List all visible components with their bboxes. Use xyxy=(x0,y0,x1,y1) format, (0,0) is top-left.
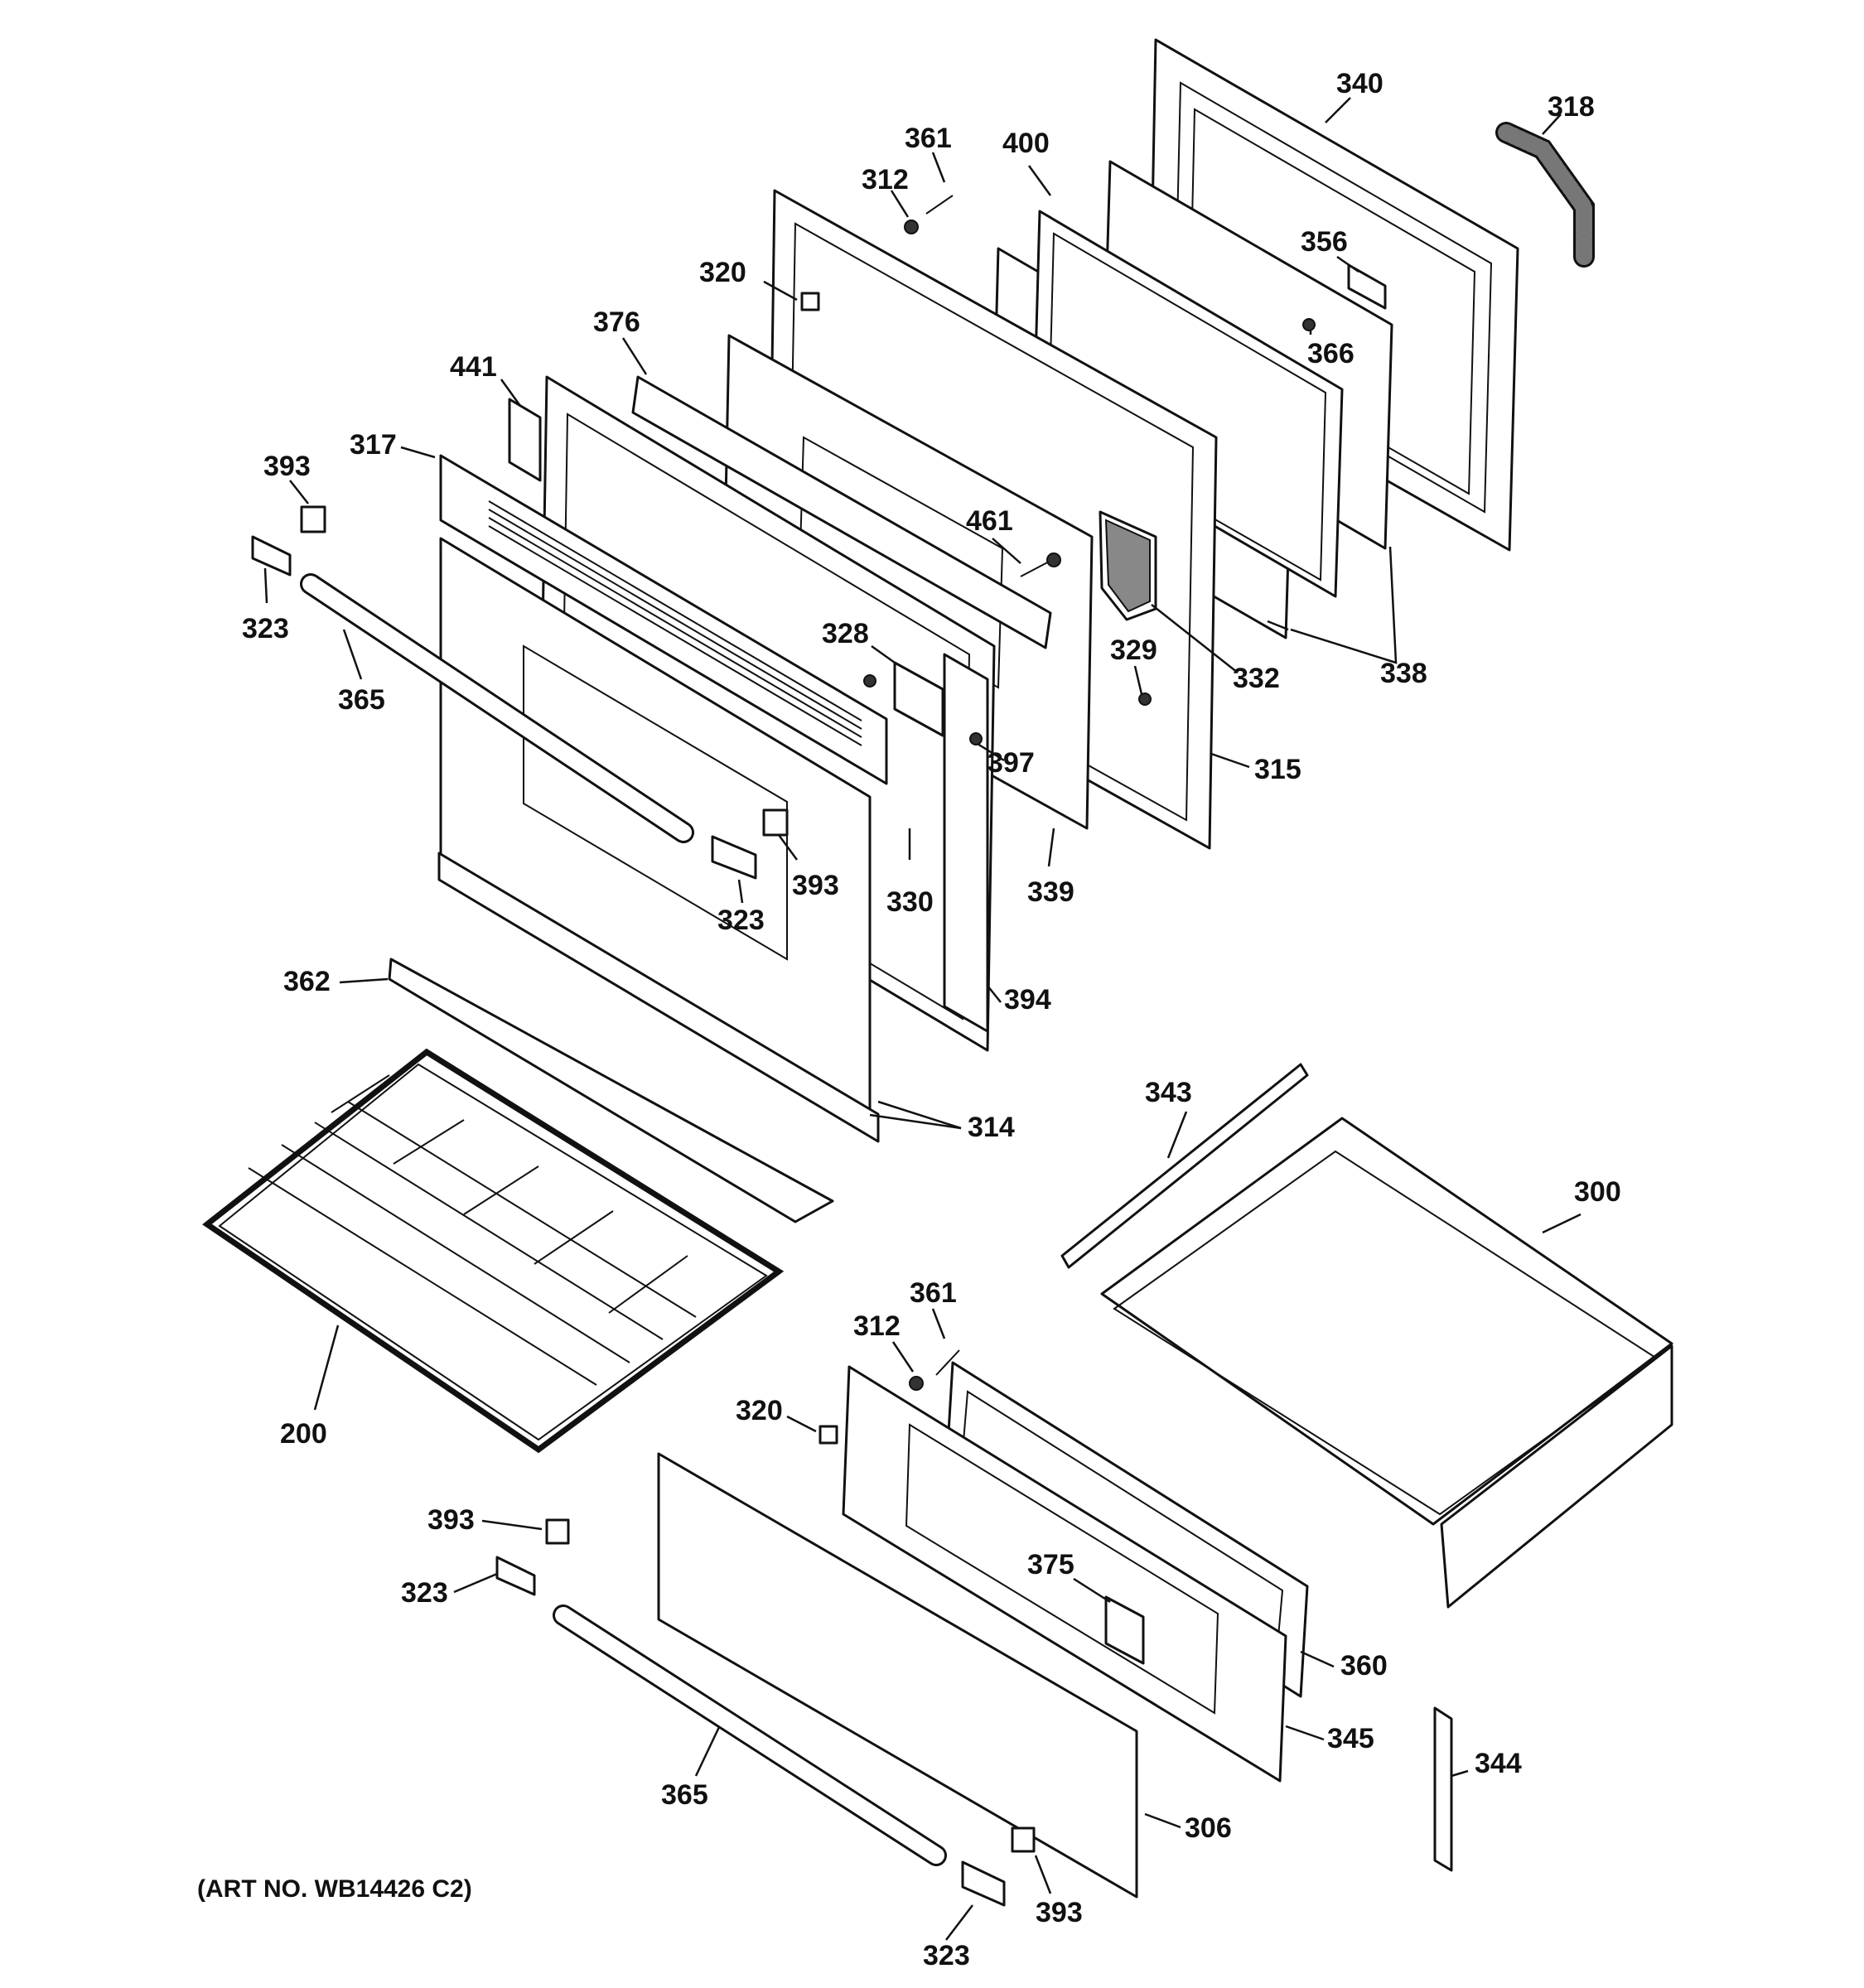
drawer-handle-clip-393 xyxy=(545,1518,1036,1853)
drawer-washer-312 xyxy=(909,1376,924,1391)
callout-393-door: 393 xyxy=(792,870,839,901)
callout-361: 361 xyxy=(905,123,952,154)
callout-340: 340 xyxy=(1336,68,1384,99)
insulation-332 xyxy=(1099,510,1157,621)
callout-306: 306 xyxy=(1185,1812,1232,1844)
callout-312: 312 xyxy=(862,164,909,195)
callout-397: 397 xyxy=(988,747,1035,779)
callout-labels: 340 318 361 400 312 356 320 376 366 441 … xyxy=(242,68,1621,1971)
callout-330: 330 xyxy=(886,886,934,918)
hinge-bracket-441 xyxy=(508,398,542,482)
screw-397 xyxy=(969,732,983,746)
door-channel-376 xyxy=(631,375,1052,649)
drawer-front-306 xyxy=(657,1452,1138,1899)
callout-366: 366 xyxy=(1307,338,1355,369)
callout-345: 345 xyxy=(1327,1723,1374,1754)
pin-320 xyxy=(800,292,820,311)
callout-300: 300 xyxy=(1574,1176,1621,1208)
callout-375: 375 xyxy=(1027,1549,1074,1580)
oven-rack-200 xyxy=(202,1048,785,1454)
handle-clip-393 xyxy=(300,505,789,837)
callout-318: 318 xyxy=(1548,91,1595,123)
door-handle-365 xyxy=(300,573,694,843)
callout-200: 200 xyxy=(280,1418,327,1450)
callout-323-drawer: 323 xyxy=(401,1577,448,1609)
callout-328: 328 xyxy=(822,618,869,649)
callout-344: 344 xyxy=(1475,1748,1522,1779)
callout-394: 394 xyxy=(1004,984,1051,1016)
callout-320: 320 xyxy=(699,257,746,288)
callout-461: 461 xyxy=(966,505,1013,537)
drawer-body-300 xyxy=(1100,1117,1673,1609)
callout-400: 400 xyxy=(1002,128,1050,159)
callout-315: 315 xyxy=(1254,754,1301,785)
screw-366 xyxy=(1302,318,1316,331)
vent-trim-317 xyxy=(439,454,888,785)
callout-338: 338 xyxy=(1380,658,1427,689)
callout-323: 323 xyxy=(242,613,289,644)
drawer-handle-365 xyxy=(553,1604,947,1866)
callout-393: 393 xyxy=(263,451,311,482)
callout-362: 362 xyxy=(283,966,331,997)
callout-441: 441 xyxy=(450,351,497,383)
leader-lines xyxy=(263,97,1582,1941)
drawer-bolt-361 xyxy=(935,1349,960,1376)
screw-329 xyxy=(1138,692,1152,706)
hinge-328 xyxy=(863,661,944,737)
art-number: (ART NO. WB14426 C2) xyxy=(197,1875,472,1903)
callout-361-drawer: 361 xyxy=(910,1277,957,1309)
callout-314: 314 xyxy=(968,1112,1015,1143)
drawer-handle-end-cap-323 xyxy=(495,1556,1006,1907)
drawer-pin-320 xyxy=(819,1425,838,1445)
drawer-bracket-375 xyxy=(1104,1595,1145,1665)
callout-317: 317 xyxy=(350,429,397,461)
drawer-rail-344 xyxy=(1433,1706,1453,1872)
door-gasket-318 xyxy=(1495,122,1595,268)
callout-329: 329 xyxy=(1110,635,1157,666)
callout-393-drawer-front: 393 xyxy=(1036,1897,1083,1928)
drawer-inner-panel-345 xyxy=(842,1365,1287,1783)
drawer-slide-343 xyxy=(1060,1063,1309,1269)
callout-343: 343 xyxy=(1145,1077,1192,1108)
handle-end-cap-323 xyxy=(251,535,757,880)
callout-332: 332 xyxy=(1233,663,1280,694)
callout-356: 356 xyxy=(1301,226,1348,258)
callout-360: 360 xyxy=(1340,1650,1388,1682)
callout-323-door: 323 xyxy=(717,905,765,936)
callout-339: 339 xyxy=(1027,876,1074,908)
outer-door-panel-314 xyxy=(437,537,880,1143)
rack-support-362 xyxy=(388,958,834,1223)
bolt-361 xyxy=(925,195,954,215)
callout-320-drawer: 320 xyxy=(736,1395,783,1426)
callout-393-drawer: 393 xyxy=(427,1504,475,1536)
screw-461 xyxy=(1020,552,1061,577)
bracket-356 xyxy=(1347,263,1387,310)
callout-376: 376 xyxy=(593,306,640,338)
door-side-trim-394 xyxy=(943,653,989,1033)
washer-312 xyxy=(904,220,919,234)
callout-323-drawer-front: 323 xyxy=(923,1940,970,1971)
callout-312-drawer: 312 xyxy=(853,1310,901,1342)
callout-365-drawer: 365 xyxy=(661,1779,708,1811)
callout-365: 365 xyxy=(338,684,385,716)
